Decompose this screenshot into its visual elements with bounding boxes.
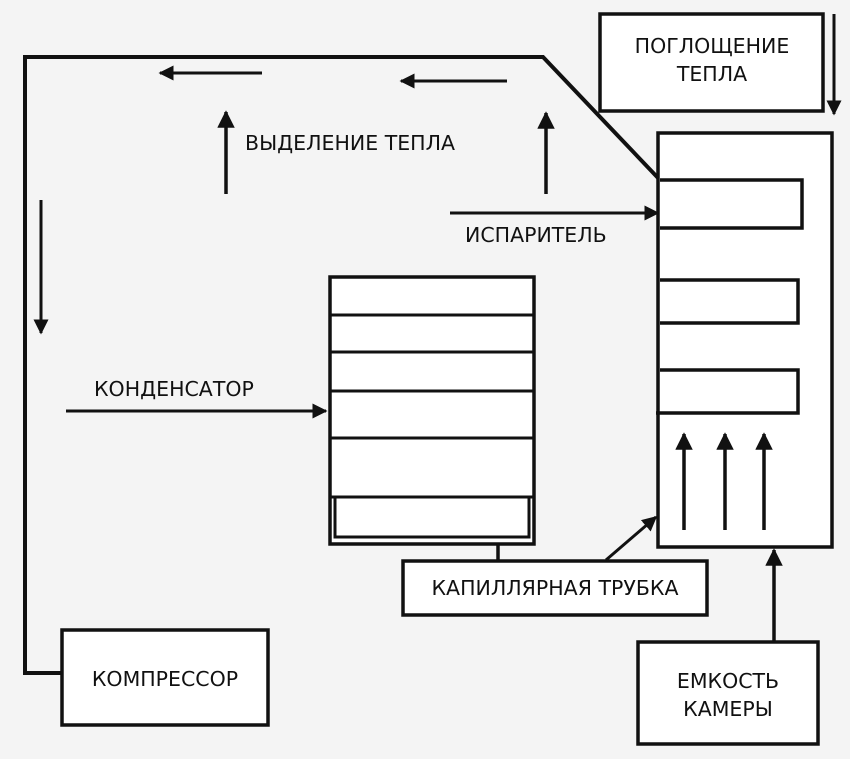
chamber-capacity-box — [636, 640, 820, 746]
capillary-tube-box — [401, 559, 709, 617]
capillary-to-evaporator-arrow — [605, 515, 658, 562]
refrigerant-loop-line — [23, 55, 662, 675]
heat-absorption-box — [598, 12, 825, 113]
condenser-label: КОНДЕНСАТОР — [94, 377, 254, 401]
condenser-box — [328, 275, 536, 546]
condenser-bottom-tray — [333, 495, 531, 539]
evaporator-coil-2 — [660, 278, 800, 325]
chamber-capacity-label: ЕМКОСТЬ КАМЕРЫ — [676, 669, 780, 721]
capillary-tube-label: КАПИЛЛЯРНАЯ ТРУБКА — [431, 576, 679, 600]
evaporator-label: ИСПАРИТЕЛЬ — [465, 223, 607, 247]
heat-release-label: ВЫДЕЛЕНИЕ ТЕПЛА — [245, 131, 456, 155]
compressor-label: КОМПРЕССОР — [91, 667, 239, 691]
evaporator-coil-1 — [660, 178, 804, 230]
heat-absorption-label: ПОГЛОЩЕНИЕ ТЕПЛА — [634, 34, 790, 86]
compressor-box — [60, 628, 270, 727]
evaporator-coil-3 — [656, 368, 800, 415]
